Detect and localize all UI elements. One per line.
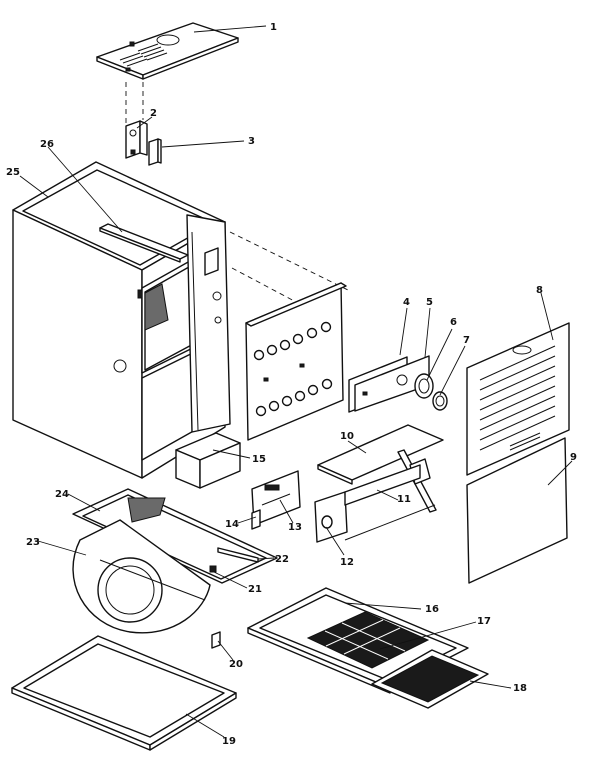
part-3-plate (148, 138, 162, 166)
callout-19: 19 (222, 736, 236, 747)
part-22-rail (217, 547, 259, 563)
callout-17: 17 (477, 616, 491, 627)
part-2-bracket (125, 120, 148, 159)
callout-8: 8 (536, 285, 543, 296)
part-14-clip (251, 509, 261, 530)
part-19-base-pan (11, 635, 237, 751)
callout-13: 13 (288, 522, 302, 533)
callout-22: 22 (275, 554, 289, 565)
callout-3: 3 (248, 136, 255, 147)
callout-11: 11 (397, 494, 411, 505)
part-8-louvered-door (466, 322, 570, 476)
callout-26: 26 (40, 139, 54, 150)
part-26-baffle (99, 223, 189, 263)
part-24-blower-frame (72, 488, 278, 584)
callout-9: 9 (570, 452, 577, 463)
callout-16: 16 (425, 604, 439, 615)
callout-4: 4 (403, 297, 410, 308)
filter-grid-lines (324, 619, 406, 660)
part-13-control-board (251, 470, 301, 526)
grommet-panel (245, 282, 347, 441)
callout-15: 15 (252, 454, 266, 465)
callout-20: 20 (229, 659, 243, 670)
callout-7: 7 (463, 335, 470, 346)
callout-23: 23 (26, 537, 40, 548)
part-15-vent-box (175, 432, 241, 489)
part-1-top-cover (96, 22, 239, 80)
callout-21: 21 (248, 584, 262, 595)
callout-1: 1 (270, 22, 277, 33)
callout-18: 18 (513, 683, 527, 694)
door-louvers (479, 345, 556, 451)
callout-labels: 1 2 3 4 5 6 7 8 9 10 11 12 13 14 15 16 1… (6, 22, 577, 747)
callout-14: 14 (225, 519, 239, 530)
part-12-bracket (314, 464, 436, 543)
part-21-clip (209, 565, 217, 573)
callout-6: 6 (450, 317, 457, 328)
part-25-cabinet (12, 161, 231, 479)
callout-25: 25 (6, 167, 20, 178)
part-6-gasket (414, 373, 434, 399)
part-9-lower-door (466, 437, 568, 584)
top-cover-vents (119, 43, 168, 67)
callout-12: 12 (340, 557, 354, 568)
part-17-filter (306, 611, 430, 669)
part-10-top-panel (317, 424, 444, 485)
callout-leaders (19, 25, 573, 738)
part-18-filter (371, 649, 489, 709)
panel-grommets (253, 321, 333, 417)
callout-5: 5 (426, 297, 433, 308)
part-20-clip (211, 631, 221, 649)
callout-24: 24 (55, 489, 69, 500)
part-23-blower (72, 519, 211, 634)
callout-10: 10 (340, 431, 354, 442)
callout-2: 2 (150, 108, 157, 119)
part-7-ring (432, 391, 448, 411)
